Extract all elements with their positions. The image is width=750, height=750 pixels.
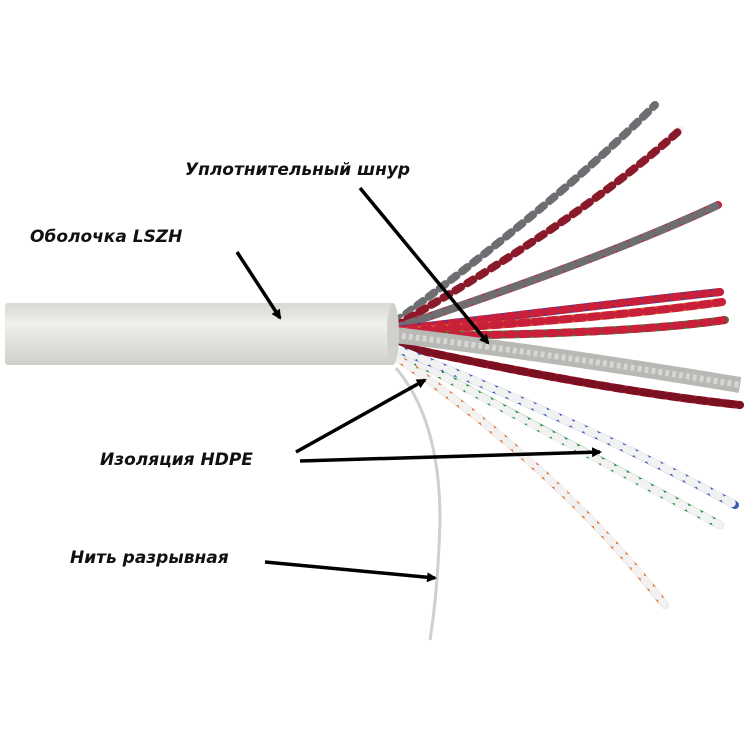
arrow-insulation-2 <box>299 447 602 463</box>
jacket-end <box>387 303 399 365</box>
wire-pair-8 <box>391 346 724 529</box>
wire-pair-2 <box>391 126 684 330</box>
label-filler: Уплотнительный шнур <box>185 160 411 180</box>
arrows <box>235 186 602 583</box>
wire-pair-1 <box>391 101 659 326</box>
wire-pair-4 <box>391 288 724 334</box>
arrow-filler <box>358 186 490 345</box>
arrow-jacket <box>235 251 282 320</box>
cable-jacket <box>5 303 395 365</box>
wire-pair-9 <box>391 344 739 509</box>
arrow-insulation-1 <box>295 378 427 454</box>
wire-pair-3 <box>391 201 722 332</box>
wire-pair-10 <box>391 352 669 609</box>
label-ripcord: Нить разрывная <box>70 548 229 568</box>
arrow-ripcord <box>264 560 437 583</box>
filler-cord-highlight <box>394 332 741 388</box>
ripcord-thread <box>394 367 442 641</box>
wire-pair-5 <box>391 298 726 336</box>
label-jacket: Оболочка LSZH <box>30 227 183 247</box>
wire-pair-7 <box>391 341 744 409</box>
wire-pair-2 <box>391 126 684 330</box>
label-insulation: Изоляция HDPE <box>100 450 253 470</box>
